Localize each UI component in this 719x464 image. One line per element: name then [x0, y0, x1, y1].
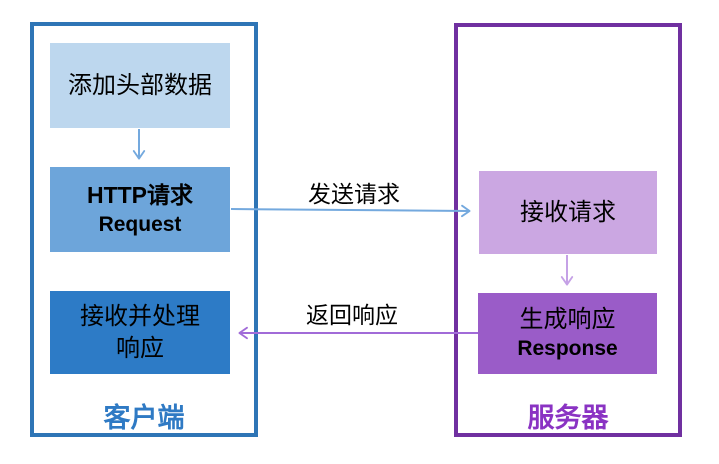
add-header-data-text: 添加头部数据	[68, 71, 212, 99]
http-request-text-en: Request	[98, 212, 182, 236]
handle-response-node: 接收并处理 响应	[50, 291, 230, 374]
server-container-label: 服务器	[527, 403, 609, 433]
http-request-node: HTTP请求 Request	[50, 167, 230, 252]
generate-response-text-en: Response	[517, 337, 618, 361]
arrow-send-request	[230, 204, 471, 218]
return-response-arrow-label: 返回响应	[306, 302, 398, 328]
generate-response-node: 生成响应 Response	[478, 293, 657, 374]
generate-response-text-cn: 生成响应	[519, 305, 616, 333]
handle-response-text-line1: 接收并处理	[80, 302, 200, 330]
handle-response-text-line2: 响应	[116, 334, 164, 362]
http-request-text-cn: HTTP请求	[86, 182, 194, 209]
client-container-label: 客户端	[103, 403, 185, 433]
receive-request-node: 接收请求	[479, 171, 657, 254]
server-container-frame	[454, 23, 682, 437]
client-container-frame	[30, 22, 258, 437]
send-request-arrow-label: 发送请求	[308, 181, 400, 207]
receive-request-text: 接收请求	[520, 198, 616, 226]
add-header-data-node: 添加头部数据	[50, 43, 230, 128]
